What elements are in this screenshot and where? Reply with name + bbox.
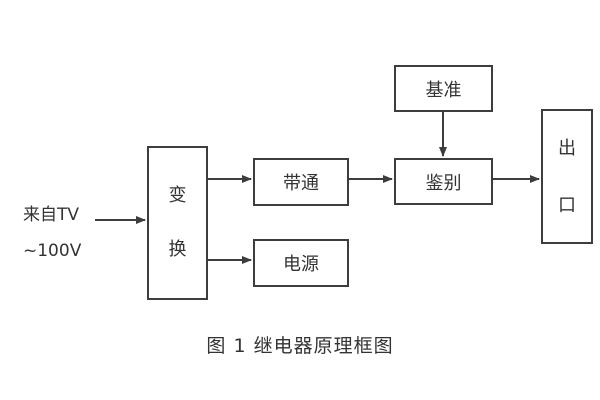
block-transform: 变换 <box>147 146 208 300</box>
block-reference: 基准 <box>394 65 493 112</box>
block-transform-label: 变换 <box>168 185 187 260</box>
block-reference-label: 基准 <box>425 79 462 101</box>
block-output: 出口 <box>541 109 593 244</box>
block-power-supply: 电源 <box>253 239 349 287</box>
block-bandpass-label: 带通 <box>283 173 319 194</box>
block-output-label: 出口 <box>558 137 576 216</box>
figure-caption: 图 1 继电器原理框图 <box>206 335 394 357</box>
source-label-line2: ~100V <box>23 241 82 261</box>
source-label-line1: 来自TV <box>23 205 80 225</box>
block-bandpass: 带通 <box>253 158 349 206</box>
block-power-supply-label: 电源 <box>283 254 319 275</box>
block-discriminator-label: 鉴别 <box>425 172 462 194</box>
block-discriminator: 鉴别 <box>394 158 493 205</box>
